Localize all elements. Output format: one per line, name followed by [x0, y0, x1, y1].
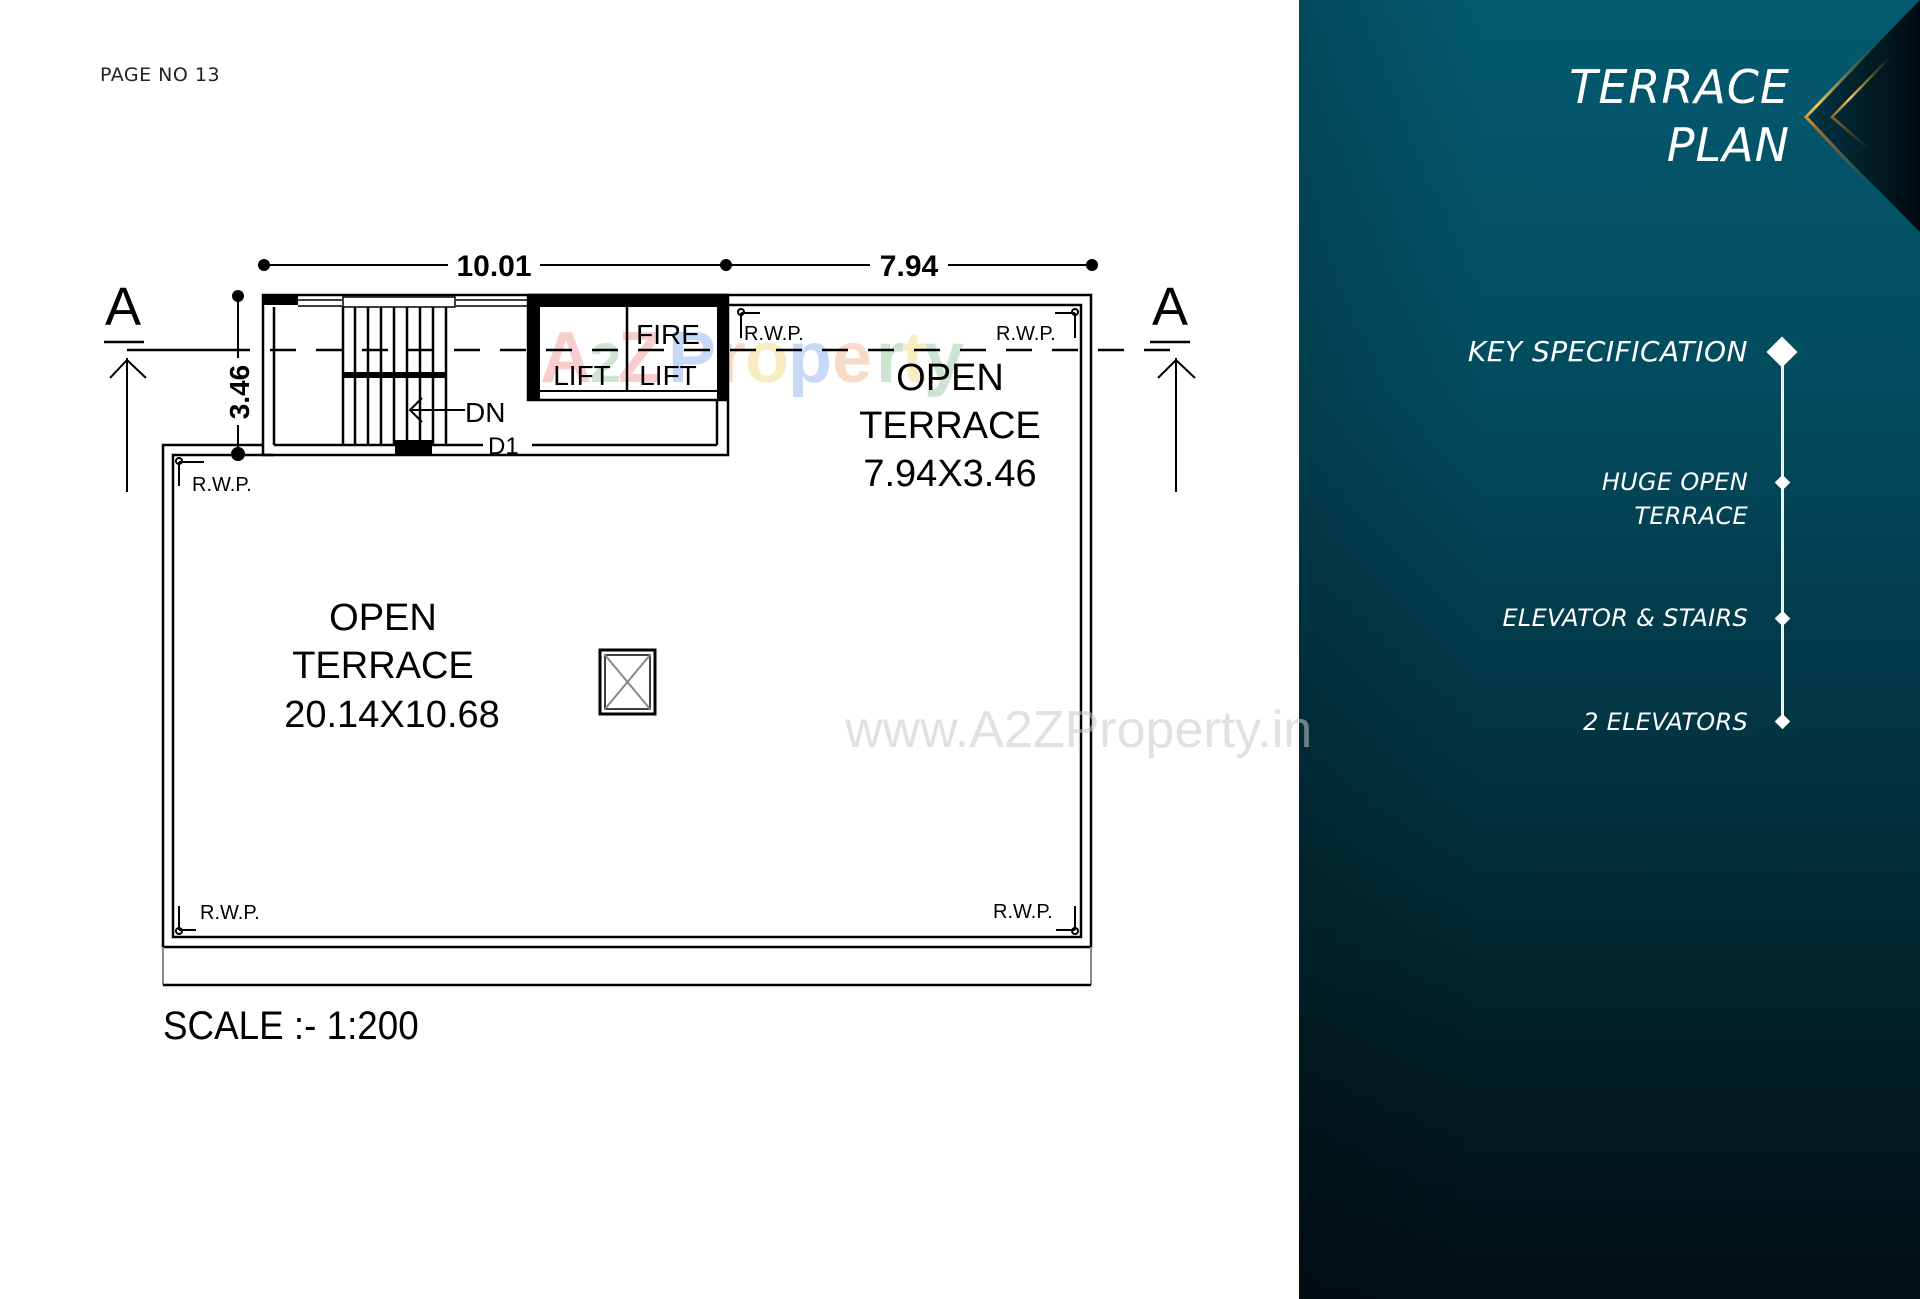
rwp-markers	[175, 308, 1079, 935]
door-d1-label: D1	[488, 433, 519, 460]
room-small-terrace-size: 7.94X3.46	[863, 453, 1036, 495]
spec-item-elevator-stairs: ELEVATOR & STAIRS	[1502, 604, 1748, 632]
room-main-terrace-name2: TERRACE	[292, 645, 474, 687]
fire-lift-label: LIFT	[639, 360, 697, 391]
opening-box-icon	[598, 648, 657, 716]
svg-text:y: y	[924, 318, 964, 398]
lift-label: LIFT	[553, 360, 611, 391]
svg-text:o: o	[745, 318, 789, 398]
panel-title-line2: PLAN	[1666, 118, 1790, 172]
svg-text:t: t	[902, 318, 926, 398]
spec-item-huge-open-terrace: HUGE OPEN TERRACE	[1602, 465, 1748, 533]
stair-dn-label: DN	[465, 397, 505, 428]
svg-text:P: P	[668, 318, 716, 398]
spec-item-line: TERRACE	[1634, 502, 1748, 530]
spec-item-line: HUGE OPEN	[1601, 468, 1748, 496]
panel-title-line1: TERRACE	[1569, 60, 1790, 114]
rwp-label-top-mid: R.W.P.	[744, 323, 804, 345]
section-marker-right: A	[1152, 277, 1188, 337]
scale-label: SCALE :- 1:200	[163, 1004, 419, 1048]
svg-text:e: e	[832, 318, 872, 398]
rwp-label-bottom-left: R.W.P.	[200, 902, 260, 924]
svg-text:2: 2	[590, 331, 621, 394]
svg-text:p: p	[788, 318, 832, 398]
rwp-label-bottom-right: R.W.P.	[993, 901, 1053, 923]
svg-text:r: r	[876, 318, 904, 398]
page-number: PAGE NO 13	[100, 64, 221, 86]
svg-text:A: A	[540, 318, 592, 398]
room-main-terrace-size: 20.14X10.68	[284, 694, 500, 736]
rwp-label-top-left: R.W.P.	[192, 474, 252, 496]
spec-item-2-elevators: 2 ELEVATORS	[1583, 708, 1748, 736]
dimension-7-94: 7.94	[880, 250, 939, 283]
room-small-terrace-name2: TERRACE	[859, 405, 1041, 447]
main-terrace-walls	[161, 293, 1093, 949]
lift-shafts	[526, 293, 729, 402]
key-specification-heading: KEY SPECIFICATION	[1467, 335, 1748, 368]
rwp-label-top-right: R.W.P.	[996, 323, 1056, 345]
fire-label: FIRE	[636, 319, 700, 350]
section-marker-left: A	[105, 277, 141, 337]
svg-text:Z: Z	[618, 318, 662, 398]
info-panel: TERRACE PLAN KEY SPECIFICATION HUGE OPEN…	[1299, 0, 1920, 1299]
plan-drawing: A 2 Z P r o p e r t y 10.01 7.94 3.46	[104, 250, 1196, 987]
stairs	[341, 307, 448, 445]
terrace-floor-plan: A 2 Z P r o p e r t y 10.01 7.94 3.46	[104, 250, 1196, 987]
gold-chevron-decoration	[1803, 0, 1920, 232]
spec-timeline-line	[1781, 360, 1784, 725]
panel-title: TERRACE PLAN	[1569, 58, 1790, 174]
room-small-terrace-name: OPEN	[896, 357, 1004, 399]
dimension-10-01: 10.01	[456, 250, 531, 283]
dimension-3-46: 3.46	[224, 365, 255, 420]
room-main-terrace-name: OPEN	[329, 597, 437, 639]
